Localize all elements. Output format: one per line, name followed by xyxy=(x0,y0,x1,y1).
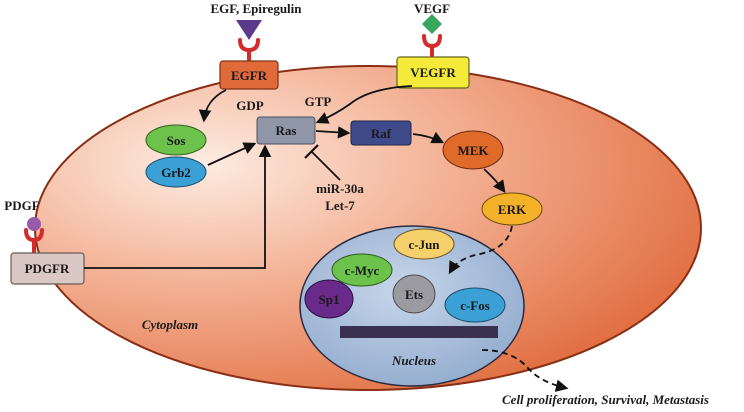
mirna-label-1: miR-30a xyxy=(316,181,364,196)
egfr-receptor-icon xyxy=(238,38,260,64)
ets-label: Ets xyxy=(405,287,423,302)
grb2-label: Grb2 xyxy=(161,165,191,180)
pdgfr-label: PDGFR xyxy=(25,261,70,276)
mek-node xyxy=(442,130,504,170)
mek-label: MEK xyxy=(457,143,489,158)
arrow-nucleus-outcome xyxy=(481,349,569,392)
arrow-erk-nucleus xyxy=(448,225,513,275)
pdgfr-receptor-icon xyxy=(24,228,44,254)
cmyc-node xyxy=(331,253,393,287)
cmyc-label: c-Myc xyxy=(345,263,380,278)
egf-label: EGF, Epiregulin xyxy=(210,1,302,16)
pdgf-label: PDGF xyxy=(4,198,39,213)
gdp-label: GDP xyxy=(236,98,264,113)
erk-node xyxy=(481,192,543,226)
egfr-label: EGFR xyxy=(231,68,268,83)
vegfr-label: VEGFR xyxy=(410,65,456,80)
sos-node xyxy=(145,124,207,156)
pdgf-ligand-icon xyxy=(27,217,41,231)
inhibit-bar xyxy=(304,144,319,159)
cfos-node xyxy=(444,287,506,323)
arrow-pdgfr-ras xyxy=(84,144,272,269)
raf-label: Raf xyxy=(371,126,392,141)
inhibit-mirna-ras xyxy=(311,151,341,181)
arrow-vegfr-ras xyxy=(315,85,413,124)
outcome-label: Cell proliferation, Survival, Metastasis xyxy=(502,392,709,407)
ets-node xyxy=(392,274,436,314)
arrow-egfr-sos xyxy=(198,89,227,123)
mirna-label-2: Let-7 xyxy=(325,198,355,213)
cytoplasm-label: Cytoplasm xyxy=(142,317,198,332)
vegf-label: VEGF xyxy=(414,1,450,16)
cjun-label: c-Jun xyxy=(408,237,440,252)
raf-node xyxy=(350,120,412,146)
egf-ligand-icon xyxy=(236,20,262,40)
arrow-grb2-ras xyxy=(207,142,257,166)
grb2-node xyxy=(145,156,207,188)
arrow-ras-raf xyxy=(315,126,351,139)
vegfr-receptor-icon xyxy=(422,34,442,60)
gtp-label: GTP xyxy=(305,94,332,109)
ras-node xyxy=(256,116,316,145)
nucleus-label: Nucleus xyxy=(391,353,436,368)
dna-bar xyxy=(340,326,498,338)
vegf-ligand-icon xyxy=(422,14,442,34)
arrow-mek-erk xyxy=(483,168,506,194)
cjun-node xyxy=(393,228,455,260)
sos-label: Sos xyxy=(167,133,186,148)
ras-label: Ras xyxy=(276,123,297,138)
sp1-label: Sp1 xyxy=(319,292,340,307)
erk-label: ERK xyxy=(498,202,527,217)
cfos-label: c-Fos xyxy=(460,298,490,313)
vegfr-box xyxy=(396,56,470,89)
egfr-box xyxy=(219,60,279,90)
sp1-node xyxy=(304,279,354,319)
arrow-raf-mek xyxy=(412,131,445,144)
